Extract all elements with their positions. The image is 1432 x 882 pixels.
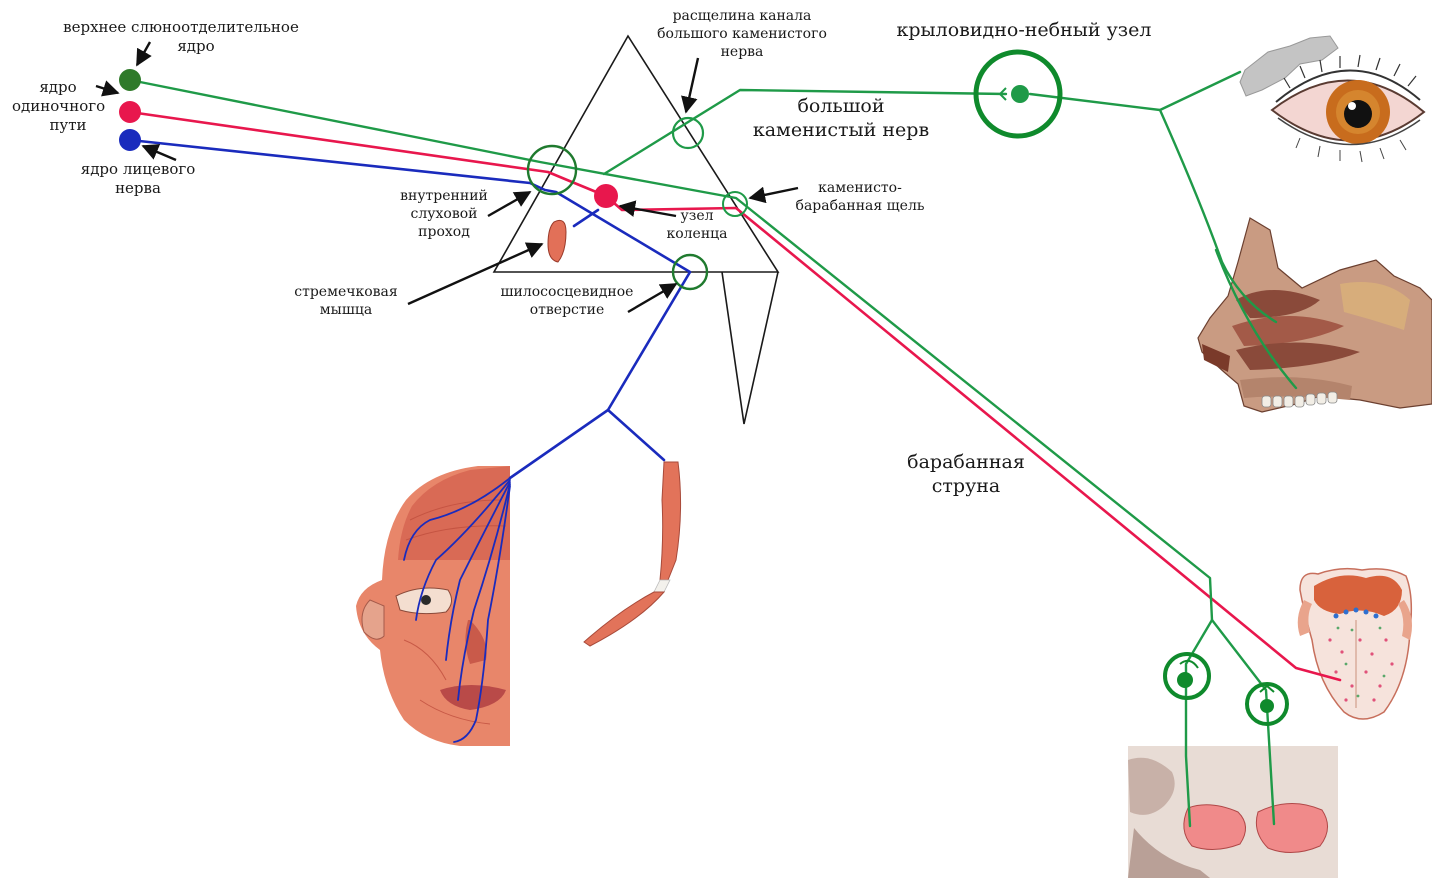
- label-internal-acoustic-meatus: внутренний слуховой проход: [386, 188, 502, 242]
- eye-lacrimal-gland-icon: [1240, 36, 1424, 162]
- label-facial-nucleus: ядро лицевого нерва: [60, 160, 216, 198]
- label-solitary-nucleus: ядро одиночного пути: [6, 78, 130, 136]
- motor-branch-digastric: [608, 410, 664, 460]
- geniculate-ganglion-dot: [594, 184, 618, 208]
- secretory-pathway-line: [130, 80, 1212, 826]
- label-geniculate-ganglion: узел коленца: [656, 208, 738, 244]
- label-stylomastoid-foramen: шилососцевидное отверстие: [484, 284, 650, 320]
- motor-branch-stapedius: [574, 210, 598, 226]
- label-stapedius-muscle: стремечковая мышца: [282, 284, 410, 320]
- tongue-icon: [1298, 569, 1412, 719]
- label-petrotympanic-fissure: каменисто- барабанная щель: [780, 180, 940, 216]
- label-pterygopalatine-ganglion: крыловидно-небный узел: [872, 18, 1176, 42]
- label-hiatus-greater-petrosal: расщелина канала большого каменистого не…: [636, 8, 848, 62]
- salivary-glands-icon: [1128, 746, 1338, 878]
- label-greater-petrosal-nerve: большой каменистый нерв: [730, 94, 952, 143]
- digastric-muscle-icon: [584, 462, 681, 646]
- stapedius-icon: [548, 220, 566, 262]
- label-chorda-tympani: барабанная струна: [894, 450, 1038, 499]
- nasal-cavity-icon: [1198, 218, 1432, 412]
- label-superior-salivary-nucleus: верхнее слюноотделительное ядро: [40, 18, 322, 56]
